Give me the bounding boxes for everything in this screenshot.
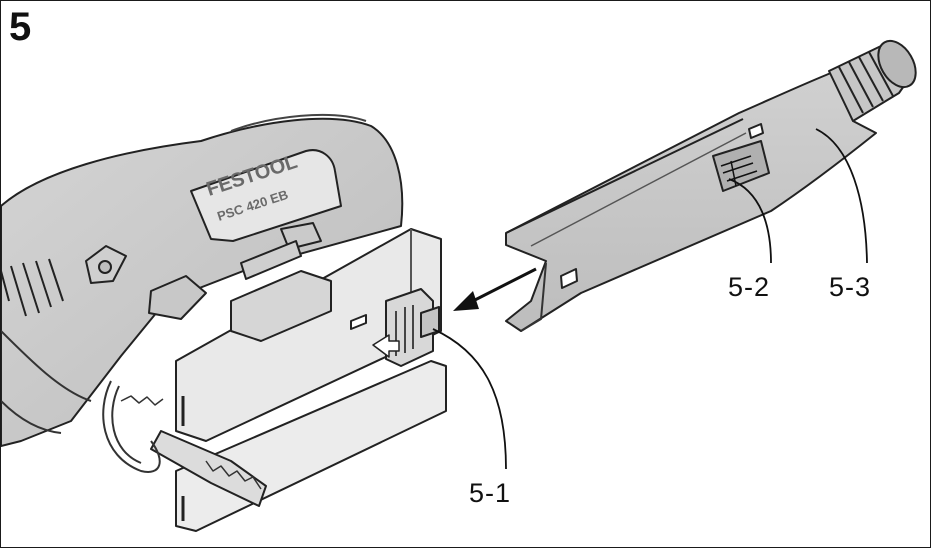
callout-5-3: 5-3 <box>829 272 872 302</box>
figure-number: 5 <box>9 5 32 49</box>
leader-5-2 <box>728 178 772 264</box>
dust-extraction-adapter-icon <box>505 39 917 332</box>
leader-5-3 <box>815 128 868 264</box>
leader-5-1 <box>432 328 507 470</box>
jigsaw-tool-icon <box>1 113 447 532</box>
callout-5-1: 5-1 <box>469 478 512 508</box>
leader-lines <box>432 128 868 470</box>
direction-arrow-icon <box>453 267 537 311</box>
callout-5-2: 5-2 <box>728 272 771 302</box>
